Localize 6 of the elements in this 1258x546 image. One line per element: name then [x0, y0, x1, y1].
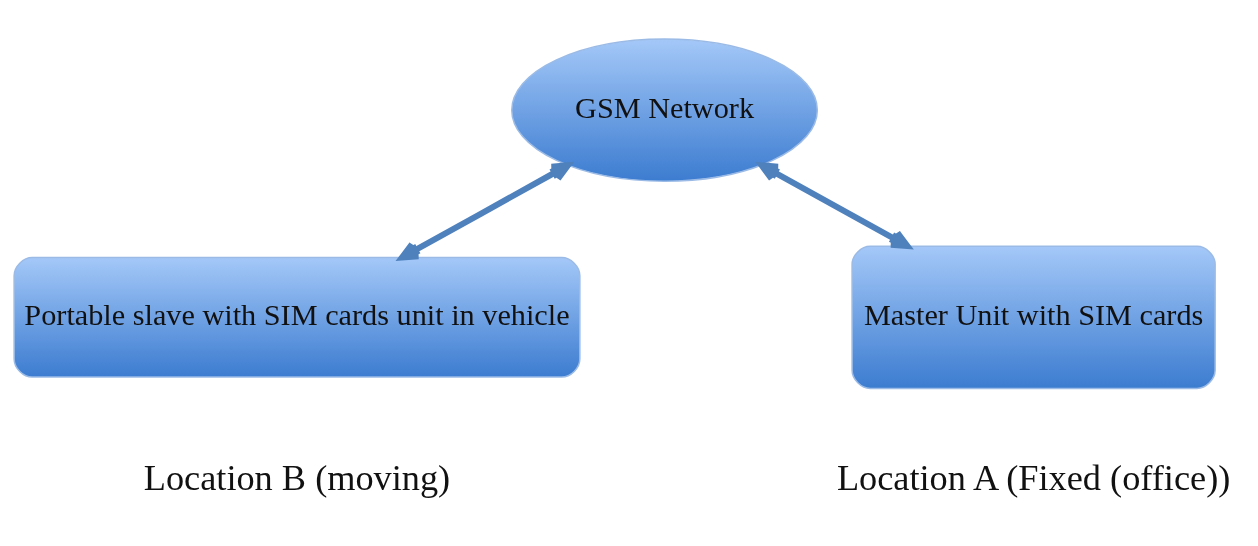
label: Location B (moving) — [143, 457, 451, 498]
arrow — [398, 161, 572, 261]
node-box: Master Unit with SIM cards — [851, 245, 1216, 389]
arrow — [758, 161, 911, 249]
node-box: Portable slave with SIM cards unit in vehicle — [13, 256, 581, 378]
label: Location A (Fixed (office)) — [836, 457, 1231, 498]
